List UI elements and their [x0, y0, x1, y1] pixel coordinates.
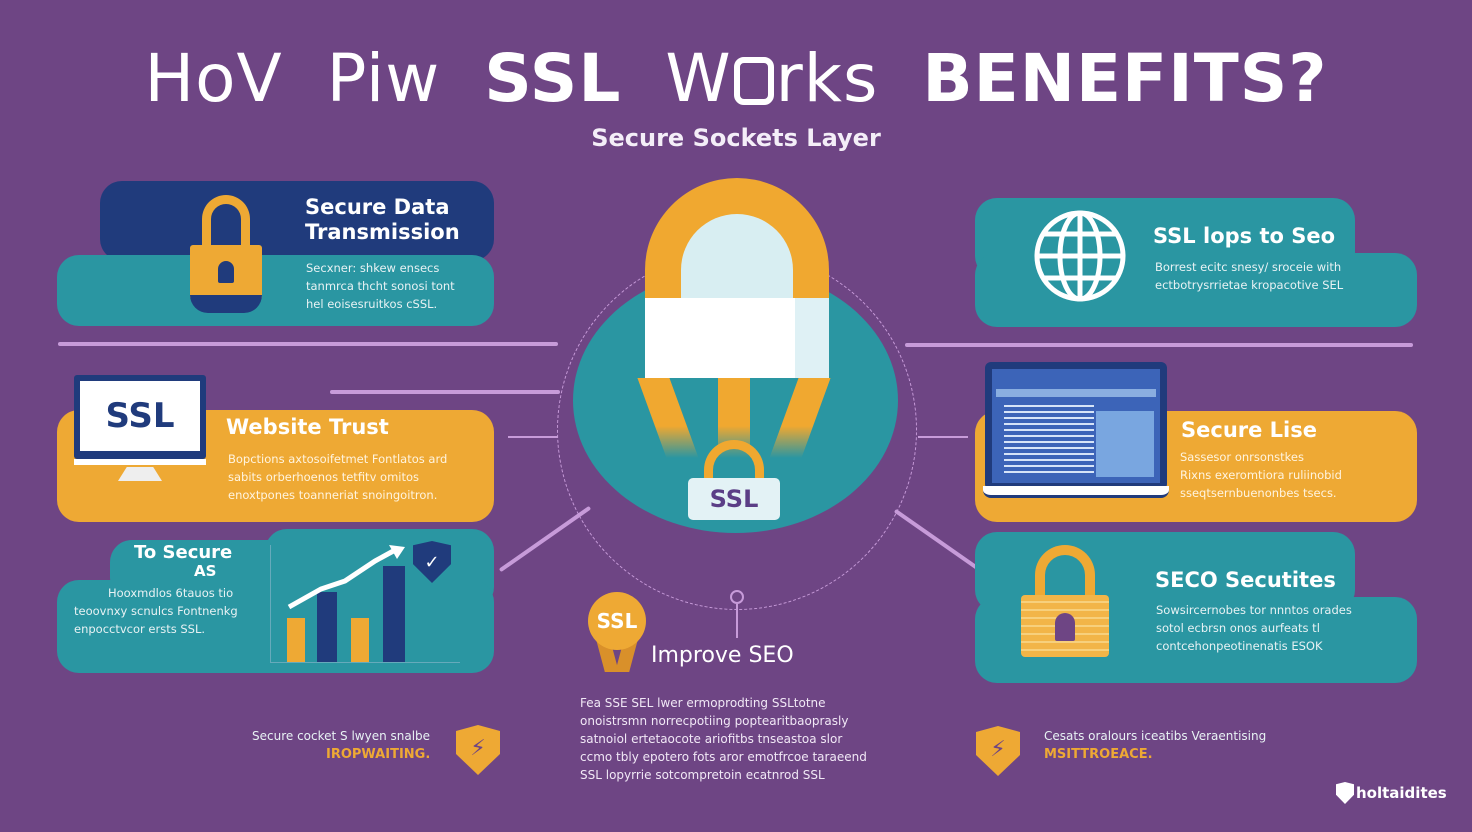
- card-ssl-seo: [975, 253, 1417, 327]
- ssl-label: SSL: [80, 381, 200, 451]
- award-badge-icon: SSL: [588, 592, 648, 678]
- laptop-icon: [983, 362, 1169, 502]
- connector-line: [508, 436, 558, 438]
- ssl-padlock-icon: SSL: [688, 440, 780, 522]
- ssl-label: SSL: [688, 478, 780, 520]
- padlock-icon: [733, 57, 774, 105]
- card-text: ectbotrysrrietae kropacotive SEL: [1155, 278, 1344, 292]
- card-text: enoxtpones toanneriat snoingoitron.: [228, 488, 438, 502]
- card-title: To Secure: [134, 542, 233, 563]
- subtitle: Secure Sockets Layer: [591, 124, 881, 152]
- brand-logo: holtaidites: [1336, 782, 1447, 804]
- body-text: ccmo tbly epotero fots aror emotfrcoe ta…: [580, 750, 867, 764]
- body-text: Fea SSE SEL lwer ermoprodting SSLtotne: [580, 696, 826, 710]
- card-title: SECO Secutites: [1155, 568, 1336, 592]
- card-header-bg: [100, 181, 494, 261]
- key-icon: [730, 590, 744, 638]
- card-text: Secxner: shkew ensecs: [306, 261, 440, 275]
- title-word: rks: [775, 40, 879, 117]
- card-text: Sowsircernobes tor nnntos orades: [1156, 603, 1352, 617]
- padlock-icon: [190, 195, 262, 315]
- improve-seo-title: Improve SEO: [651, 643, 794, 668]
- globe-icon: [1034, 210, 1126, 302]
- title-word: SSL: [484, 40, 622, 117]
- card-text: Borrest ecitc snesy/ sroceie with: [1155, 260, 1342, 274]
- connector-line: [498, 505, 592, 573]
- card-text: Rixns exeromtiora ruliinobid: [1180, 468, 1342, 482]
- card-text: hel eoisesruitkos cSSL.: [306, 297, 438, 311]
- connector-line: [905, 343, 1413, 347]
- brand-name: holtaidites: [1356, 784, 1447, 802]
- card-text: Hooxmdlos 6tauos tio: [108, 586, 234, 600]
- card-text: sotol ecbrsn onos aurfeats tl: [1156, 621, 1320, 635]
- card-title: Secure Data: [305, 195, 450, 219]
- shield-icon: ⚡: [456, 725, 500, 775]
- card-text: Bopctions axtosoifetmet Fontlatos ard: [228, 452, 448, 466]
- monitor-icon: SSL: [74, 375, 206, 483]
- footer-text: Secure cocket S lwyen snalbe: [252, 729, 431, 743]
- shield-logo-icon: [1336, 782, 1354, 804]
- footer-text: IROPWAITING.: [326, 747, 431, 762]
- shield-icon: ✓: [413, 541, 451, 583]
- growth-chart-icon: ✓: [270, 541, 460, 663]
- body-text: onoistrsmn norrecpotiing poptearitbaopra…: [580, 714, 849, 728]
- card-text: Sassesor onrsonstkes: [1180, 450, 1305, 464]
- shield-icon: ⚡: [976, 726, 1020, 776]
- padlock-icon: [1021, 545, 1109, 657]
- card-text: enpocctvcor ersts SSL.: [74, 622, 206, 636]
- card-title: Secure Lise: [1181, 418, 1317, 442]
- card-text: sabits orberhoenos tetfitv omitos: [228, 470, 420, 484]
- connector-line: [58, 342, 558, 346]
- title-word: BENEFITS?: [922, 40, 1328, 117]
- badge-text: SSL: [588, 592, 646, 650]
- title-word: W: [665, 40, 732, 117]
- card-title: AS: [194, 562, 217, 580]
- footer-text: MSITTROEACE.: [1044, 747, 1153, 762]
- body-text: satnoiol ertetaocote ariofitbs tnseastoa…: [580, 732, 843, 746]
- card-to-secure: [57, 580, 494, 673]
- card-secure-data-transmission: [57, 255, 494, 326]
- title-word: Piw: [326, 40, 441, 117]
- card-title: Transmission: [305, 220, 460, 244]
- card-text: sseqtsernbuenonbes tsecs.: [1180, 486, 1337, 500]
- card-text: tanmrca thcht sonosi tont: [306, 279, 455, 293]
- card-text: contcehonpeotinenatis ESOK: [1156, 639, 1323, 653]
- big-padlock-icon: [645, 178, 829, 378]
- card-title: Website Trust: [226, 415, 389, 439]
- connector-line: [918, 436, 968, 438]
- card-title: SSL lops to Seo: [1153, 224, 1336, 248]
- footer-text: Cesats oralours iceatibs Veraentising: [1044, 729, 1267, 743]
- card-text: teoovnxy scnulcs Fontnenkg: [74, 604, 238, 618]
- body-text: SSL lopyrrie sotcompretoin ecatnrod SSL: [580, 768, 825, 782]
- title-word: HoV: [144, 40, 283, 117]
- connector-line: [330, 390, 560, 394]
- connector-line: [893, 508, 987, 576]
